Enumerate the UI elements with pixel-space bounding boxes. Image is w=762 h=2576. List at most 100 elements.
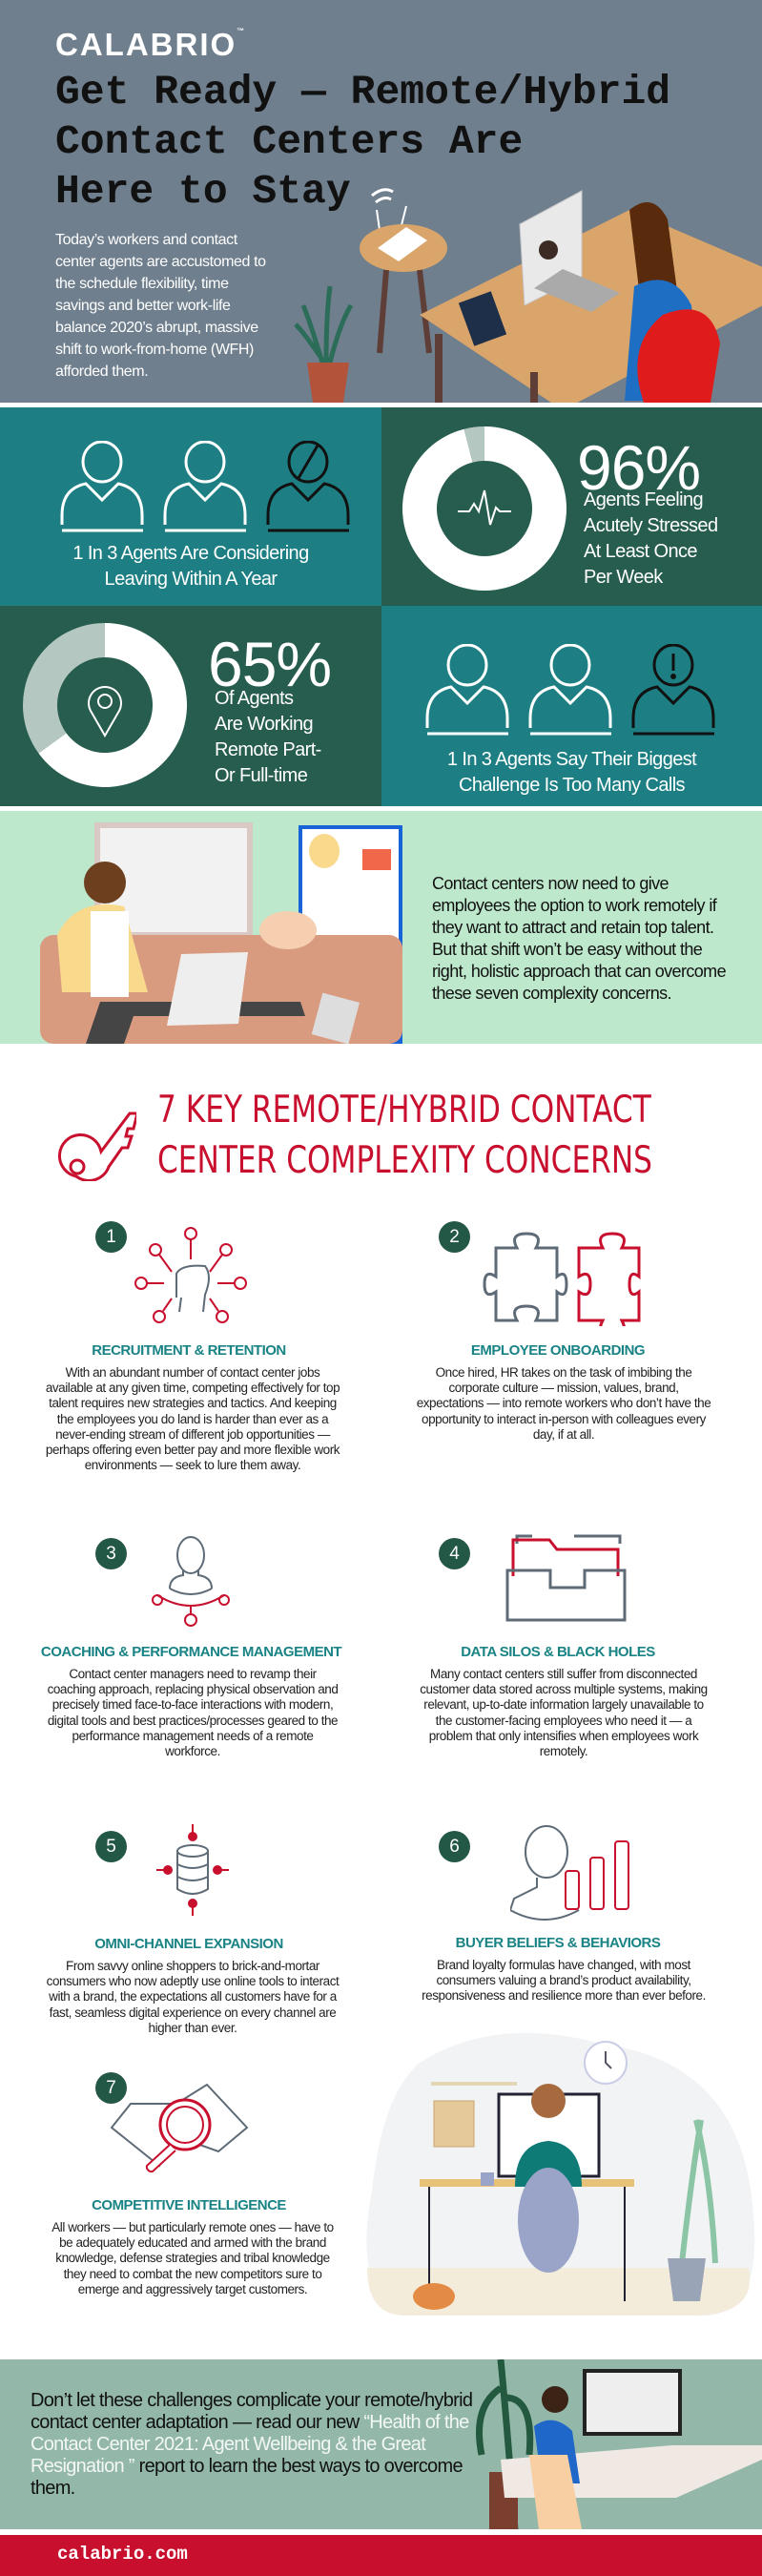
stat-caption-line: Per Week [584, 567, 663, 588]
cta-paragraph: Don’t let these challenges complicate yo… [31, 2390, 479, 2500]
woman-head [542, 2386, 568, 2413]
concern-number-badge: 3 [95, 1538, 127, 1569]
intro-paragraph: Contact centers now need to give employe… [432, 874, 727, 1003]
stat-caption-line: Of Agents [215, 688, 294, 709]
stat-caption-line: Acutely Stressed [584, 515, 718, 536]
stat-caption-line: At Least Once [584, 541, 698, 562]
man-on-sofa-illustration [40, 822, 402, 1044]
plant-icon [294, 285, 354, 403]
buyer-bar-chart-icon [510, 1825, 629, 1921]
concern-number-badge: 2 [439, 1221, 470, 1253]
concern-body: From savvy online shoppers to brick-and-… [46, 1959, 340, 2035]
calabrio-website-link[interactable]: calabrio.com [57, 2544, 188, 2565]
heading-line-2: CENTER COMPLEXITY CONCERNS [157, 1139, 652, 1182]
person-at-computer-illustration [366, 2032, 755, 2316]
concern-body: Many contact centers still suffer from d… [420, 1667, 708, 1759]
concern-body: Contact center managers need to revamp t… [47, 1667, 339, 1759]
person-head [531, 2084, 566, 2118]
stat-value-96: 96% [577, 432, 701, 503]
stat-caption-line: Or Full-time [215, 765, 308, 786]
person-icon [163, 441, 247, 532]
chair [518, 2168, 579, 2273]
stat-caption-line: Leaving Within A Year [104, 569, 278, 590]
router-icon [360, 188, 447, 354]
heartbeat-icon [458, 489, 511, 526]
report-link[interactable]: “Health of the Contact Center 2021: Agen… [31, 2412, 469, 2477]
concern-title: COMPETITIVE INTELLIGENCE [92, 2197, 286, 2213]
tablet-icon [458, 291, 507, 346]
stat-leaving-card: 1 In 3 Agents Are Considering Leaving Wi… [0, 407, 381, 608]
people-icons [60, 441, 350, 532]
page-title-line-2: Contact Centers Are [55, 118, 524, 165]
logo-text: CALABRIO [55, 27, 237, 62]
stat-stressed-card: 96% Agents Feeling Acutely Stressed At L… [381, 407, 762, 608]
concern-body: Brand loyalty formulas have changed, wit… [422, 1958, 706, 2004]
concern-number-badge: 5 [95, 1831, 127, 1862]
stress-donut-chart [402, 426, 566, 591]
fist-network-icon [134, 1227, 247, 1323]
concern-number-badge: 6 [439, 1831, 470, 1862]
woman-at-desk-illustration [294, 188, 762, 403]
concern-body: Once hired, HR takes on the task of imbi… [416, 1365, 711, 1442]
puzzle-pieces-icon [483, 1232, 641, 1326]
cta-text-after: report to learn the best ways to overcom… [31, 2456, 463, 2499]
hero-paragraph: Today’s workers and contact center agent… [55, 232, 266, 380]
cat [413, 2283, 455, 2310]
stat-caption-line: 1 In 3 Agents Say Their Biggest [446, 749, 697, 770]
man-head [84, 862, 126, 904]
concern-number-badge: 1 [95, 1221, 127, 1253]
stat-caption-line: 1 In 3 Agents Are Considering [72, 543, 309, 564]
stat-caption-line: Remote Part- [215, 739, 321, 760]
plant [679, 2119, 718, 2264]
people-icons [425, 644, 715, 736]
donut-value-segment [38, 623, 188, 787]
concern-title: COACHING & PERFORMANCE MANAGEMENT [40, 1644, 342, 1660]
intro-section: Contact centers now need to give employe… [0, 811, 762, 1044]
stats-section: 1 In 3 Agents Are Considering Leaving Wi… [0, 407, 762, 806]
chair [529, 2455, 582, 2529]
person-icon [60, 441, 144, 532]
database-arrows-icon [156, 1824, 229, 1916]
page-title-line-3: Here to Stay [55, 168, 351, 215]
key-icon [57, 1111, 136, 1181]
red-chair [637, 309, 720, 403]
mug [481, 2172, 494, 2186]
map-magnifier-icon [110, 2083, 249, 2173]
donut-remainder-segment [23, 623, 105, 754]
hero-section: CALABRIO™ Get Ready — Remote/Hybrid Cont… [0, 0, 762, 403]
stat-caption-line: Are Working [215, 714, 314, 735]
person-alert-icon [631, 644, 715, 736]
person-leaving-icon [266, 441, 350, 532]
donut-remainder-segment [463, 426, 484, 463]
calabrio-logo[interactable]: CALABRIO™ [55, 27, 244, 63]
cork-board [433, 2100, 475, 2148]
person-icon [528, 644, 612, 736]
stat-caption-line: Challenge Is Too Many Calls [459, 775, 686, 796]
woman-hair [629, 202, 679, 305]
laptop-icon [167, 952, 248, 1026]
person-icon [425, 644, 509, 736]
stat-caption-line: Agents Feeling [584, 489, 704, 510]
concern-title: BUYER BELIEFS & BEHAVIORS [455, 1935, 661, 1951]
coaching-person-icon [152, 1536, 230, 1627]
page-title-line-1: Get Ready — Remote/Hybrid [55, 69, 671, 115]
file-drawer-icon [505, 1534, 627, 1622]
concern-number-badge: 4 [439, 1538, 470, 1569]
monitor [583, 2369, 682, 2436]
concern-number-badge: 7 [95, 2072, 127, 2104]
cta-text-before: Don’t let these challenges complicate yo… [31, 2390, 473, 2433]
concerns-heading: 7 KEY REMOTE/HYBRID CONTACT CENTER COMPL… [157, 1085, 722, 1186]
stat-remote-card: 65% Of Agents Are Working Remote Part- O… [0, 606, 381, 806]
stat-calls-card: 1 In 3 Agents Say Their Biggest Challeng… [381, 606, 762, 806]
trademark: ™ [237, 27, 245, 35]
cat [259, 911, 317, 949]
donut-value-segment [402, 426, 566, 591]
stat-value-65: 65% [208, 629, 332, 699]
concern-title: OMNI-CHANNEL EXPANSION [94, 1936, 283, 1952]
woman-at-computer-illustration [476, 2359, 762, 2529]
location-pin-icon [88, 686, 122, 738]
cta-section: Don’t let these challenges complicate yo… [0, 2359, 762, 2529]
concern-title: RECRUITMENT & RETENTION [92, 1342, 286, 1359]
remote-donut-chart [23, 623, 188, 787]
concern-title: DATA SILOS & BLACK HOLES [461, 1644, 655, 1660]
